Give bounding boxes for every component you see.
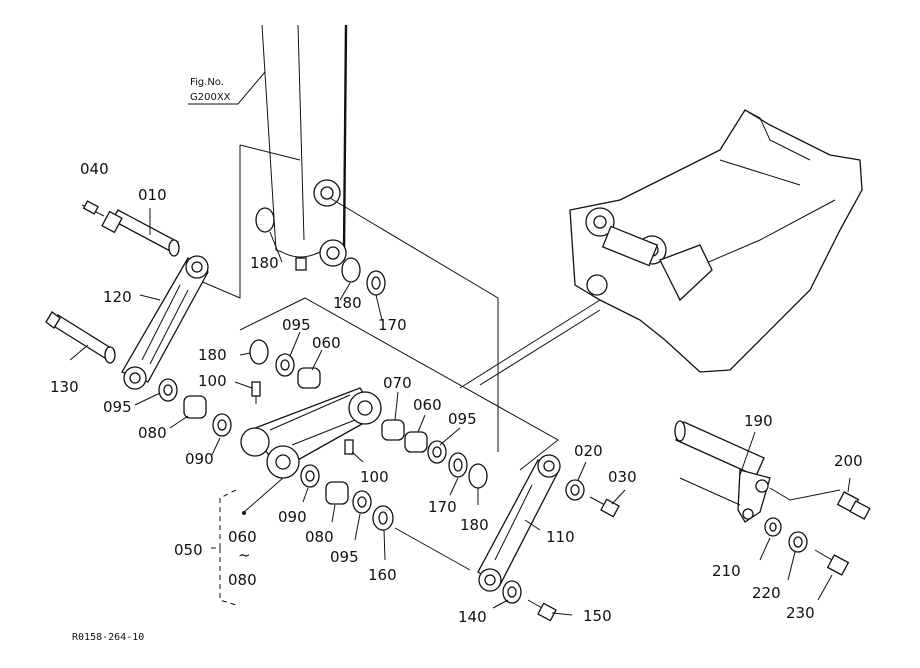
- callout-095: 095: [330, 548, 359, 566]
- range-start-060: 060: [228, 528, 257, 546]
- leader-line: [329, 197, 499, 452]
- callout-230: 230: [786, 604, 815, 622]
- grease-nipple-200: [836, 491, 871, 520]
- left-bushing-stack: [158, 378, 232, 437]
- bucket: [569, 109, 863, 373]
- link-110: [477, 454, 561, 592]
- callout-095: 095: [282, 316, 311, 334]
- lower-bushing-stack: [300, 464, 394, 531]
- callout-180: 180: [250, 254, 279, 272]
- o-ring-180: [249, 339, 269, 365]
- callout-labels: 040 010 120 130 095 080 090 100 180 095 …: [50, 160, 863, 626]
- callout-160: 160: [368, 566, 397, 584]
- callout-120: 120: [103, 288, 132, 306]
- callout-180: 180: [198, 346, 227, 364]
- figure-reference: Fig.No. G200XX: [188, 71, 266, 105]
- grease-nipple-100: [251, 381, 261, 404]
- callout-180: 180: [460, 516, 489, 534]
- link-assembly-050: [240, 387, 382, 479]
- o-ring-180: [255, 207, 275, 233]
- bolt-030: [589, 496, 620, 518]
- callout-040: 040: [80, 160, 109, 178]
- leader-line: [197, 145, 241, 299]
- pin-010: [81, 200, 180, 257]
- callout-170: 170: [428, 498, 457, 516]
- callout-110: 110: [546, 528, 575, 546]
- pin-190: [674, 420, 841, 523]
- group-dot: [242, 511, 246, 515]
- fig-code-label: G200XX: [190, 92, 231, 103]
- grease-nipple-100: [344, 439, 354, 455]
- callout-030: 030: [608, 468, 637, 486]
- group-bracket-050: [210, 489, 237, 606]
- callout-100: 100: [198, 372, 227, 390]
- callout-180: 180: [333, 294, 362, 312]
- bolt-230: [814, 549, 850, 576]
- callout-050: 050: [174, 541, 203, 559]
- callout-020: 020: [574, 442, 603, 460]
- callout-190: 190: [744, 412, 773, 430]
- callout-170: 170: [378, 316, 407, 334]
- callout-060: 060: [413, 396, 442, 414]
- pin-130: [45, 311, 116, 364]
- drawing-code: R0158-264-10: [72, 632, 144, 643]
- arm-outline: [261, 24, 348, 271]
- callout-060: 060: [312, 334, 341, 352]
- range-tilde: ~: [238, 546, 251, 564]
- callout-090: 090: [185, 450, 214, 468]
- callout-210: 210: [712, 562, 741, 580]
- callout-150: 150: [583, 607, 612, 625]
- callout-080: 080: [305, 528, 334, 546]
- callout-140: 140: [458, 608, 487, 626]
- callout-130: 130: [50, 378, 79, 396]
- callout-200: 200: [834, 452, 863, 470]
- callout-095: 095: [103, 398, 132, 416]
- bushing-060: [297, 367, 321, 389]
- callout-100: 100: [360, 468, 389, 486]
- o-ring-180: [341, 257, 361, 283]
- link-120: [121, 255, 209, 390]
- callout-010: 010: [138, 186, 167, 204]
- fig-no-label: Fig.No.: [190, 77, 224, 88]
- callout-080: 080: [138, 424, 167, 442]
- callout-070: 070: [383, 374, 412, 392]
- right-bushing-stack: [381, 419, 488, 489]
- callout-220: 220: [752, 584, 781, 602]
- leader-lines: [69, 208, 851, 616]
- range-end-080: 080: [228, 571, 257, 589]
- callout-090: 090: [278, 508, 307, 526]
- bolt-150: [527, 599, 557, 622]
- callout-095: 095: [448, 410, 477, 428]
